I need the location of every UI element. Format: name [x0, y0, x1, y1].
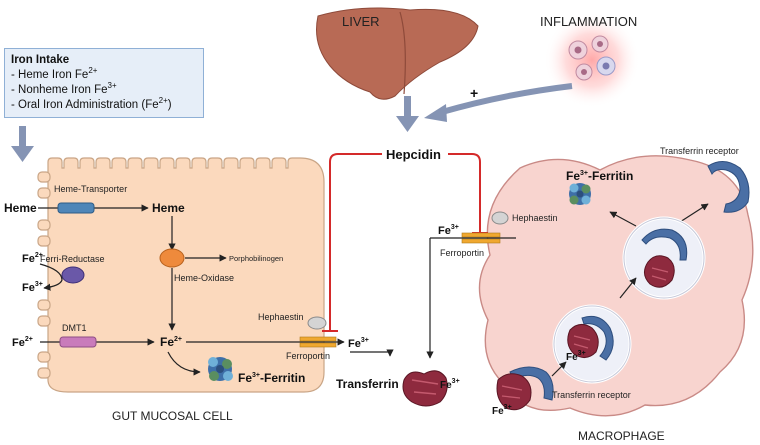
ferritin-macrophage-icon	[569, 183, 591, 205]
fe2-outside-top: Fe2+	[22, 252, 43, 265]
ferroportin-gut-protein	[299, 336, 337, 348]
porphobilinogen-label: Porphobilinogen	[229, 254, 283, 263]
transferrin-receptor-upper-label: Transferrin receptor	[660, 146, 739, 156]
inflammation-cells-icon	[568, 35, 616, 81]
iron-intake-box: Iron Intake - Heme Iron Fe2+ - Nonheme I…	[4, 48, 204, 118]
transferrin-receptor-recycled	[707, 161, 750, 213]
fe3-exported-label: Fe3+	[348, 337, 369, 350]
ferritin-gut-label: Fe3+-Ferritin	[238, 371, 305, 385]
ferroportin-gut-label: Ferroportin	[286, 351, 330, 361]
bound-fe3-label: Fe3+	[492, 404, 512, 417]
reduction-arrow	[39, 263, 63, 291]
fe2-outside-dmt1: Fe2+	[12, 336, 33, 349]
transferrin-receptor-lower-label: Transferrin receptor	[552, 390, 631, 400]
heme-oxidase-enzyme	[159, 248, 185, 268]
ferroportin-macrophage-label: Ferroportin	[440, 248, 484, 258]
inflammation-to-liver-arrow	[424, 83, 573, 122]
hephaestin-macrophage-protein	[491, 211, 509, 225]
ferroportin-macrophage-protein	[461, 232, 501, 244]
inflammation-label: INFLAMMATION	[540, 14, 637, 29]
gut-cell-caption: GUT MUCOSAL CELL	[112, 409, 233, 423]
hephaestin-gut-label: Hephaestin	[258, 312, 304, 322]
iron-intake-title: Iron Intake	[11, 54, 70, 66]
microvilli-left	[37, 171, 51, 379]
fe2-inside-label: Fe2+	[160, 335, 182, 349]
fe2-to-ferritin-arrow	[167, 351, 201, 376]
transferrin-receptor-bound	[496, 366, 554, 411]
fe3-outside-label: Fe3+	[22, 281, 43, 294]
fe3-macrophage-export-label: Fe3+	[438, 224, 459, 237]
ferri-reductase-label: Ferri-Reductase	[40, 254, 105, 264]
ferri-reductase-enzyme	[61, 266, 85, 284]
heme-outside-label: Heme	[4, 201, 37, 215]
receptor-recycle-arrow	[679, 203, 709, 223]
heme-oxidase-label: Heme-Oxidase	[174, 273, 234, 283]
heme-transporter-protein	[57, 202, 95, 214]
gut-mucosal-cell	[47, 157, 325, 393]
intake-item-heme: - Heme Iron Fe2+	[11, 66, 98, 81]
liver-illustration	[316, 7, 479, 100]
liver-to-hepcidin-arrow	[396, 96, 419, 132]
endosome-upper	[622, 216, 706, 300]
ferritin-gut-icon	[208, 357, 233, 381]
hephaestin-macrophage-label: Hephaestin	[512, 213, 558, 223]
fe3-to-transferrin-arrow	[350, 349, 394, 357]
dmt1-label: DMT1	[62, 323, 87, 333]
intake-arrow	[11, 126, 34, 162]
macrophage-cell	[478, 155, 754, 417]
macrophage-caption: MACROPHAGE	[578, 429, 665, 443]
endosome-upper-arrow	[619, 277, 637, 299]
transferrin-icon	[402, 370, 448, 407]
intake-item-nonheme: - Nonheme Iron Fe3+	[11, 81, 117, 96]
dmt1-protein	[59, 336, 97, 348]
endosome-fe3-label: Fe3+	[566, 350, 586, 363]
transferrin-label: Transferrin	[336, 377, 399, 391]
heme-inside-label: Heme	[152, 201, 185, 215]
ferritin-macrophage-label: Fe3+-Ferritin	[566, 169, 633, 183]
liver-label: LIVER	[342, 14, 380, 29]
hepcidin-label: Hepcidin	[386, 147, 441, 162]
plus-sign: +	[470, 85, 478, 101]
heme-transporter-label: Heme-Transporter	[54, 184, 127, 194]
uptake-arrow	[551, 361, 567, 377]
transferrin-fe3-label: Fe3+	[440, 378, 460, 391]
endosome-to-ferritin-arrow	[609, 211, 637, 227]
intake-item-oral: - Oral Iron Administration (Fe2+)	[11, 96, 172, 111]
hephaestin-gut-protein	[307, 316, 327, 330]
endosome-lower	[552, 304, 632, 384]
